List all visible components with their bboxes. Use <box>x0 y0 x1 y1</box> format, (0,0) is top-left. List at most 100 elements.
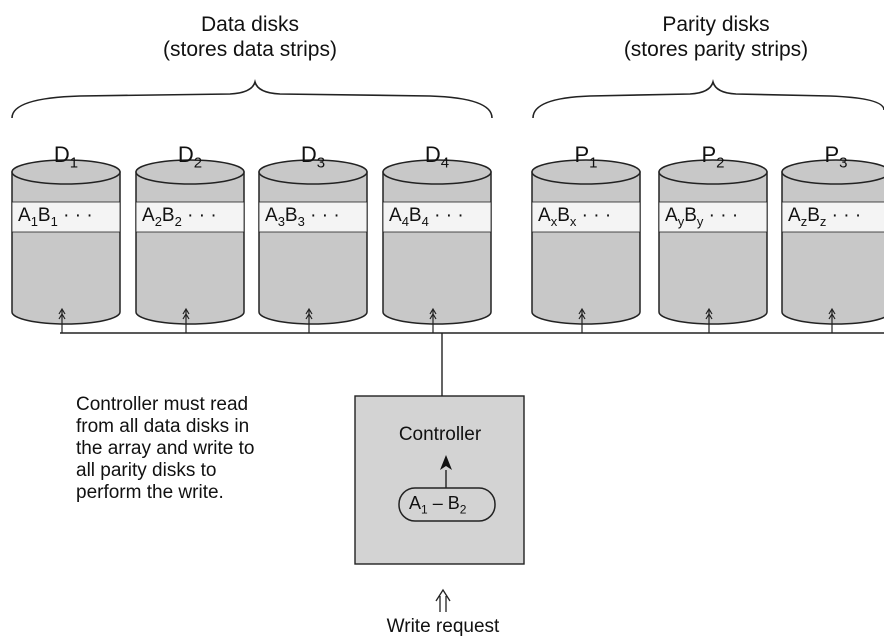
strip-b-sub: 3 <box>297 213 305 229</box>
note-line-5: perform the write. <box>76 482 224 503</box>
op-a: A <box>409 493 422 513</box>
disk-strip-band <box>258 201 368 233</box>
disk-strip-band <box>135 201 245 233</box>
note-line-2: from all data disks in <box>76 416 250 437</box>
disk-strip-band <box>11 201 121 233</box>
strip-b: B <box>684 205 697 226</box>
strip-b: B <box>37 205 51 226</box>
disk-label-letter: D <box>177 142 194 167</box>
disk-strip-label: A4B4 · · · <box>389 205 464 229</box>
strip-a: A <box>265 205 278 226</box>
disk-label-letter: D <box>53 142 70 167</box>
strip-b-sub: y <box>696 213 704 229</box>
disk-strip-band <box>531 201 641 233</box>
disk-top <box>135 159 245 185</box>
disk-top <box>258 159 368 185</box>
disk-label-letter: P <box>574 142 590 167</box>
disk-top <box>531 159 641 185</box>
op-b: B <box>447 493 460 513</box>
disk-label-letter: P <box>824 142 840 167</box>
parity-disks-brace <box>532 78 884 119</box>
disk-body <box>11 171 121 325</box>
strip-b-sub: 1 <box>50 213 58 229</box>
disk-strip-label: A2B2 · · · <box>142 205 217 229</box>
disk-label-index: 1 <box>589 154 598 172</box>
strip-ellipsis: · · · <box>708 205 739 226</box>
strip-a: A <box>18 205 31 226</box>
strip-ellipsis: · · · <box>831 205 862 226</box>
strip-a-sub: 1 <box>30 213 38 229</box>
write-request-label: Write request <box>386 616 500 637</box>
operation-pill-text: A1 – B2 <box>409 493 466 517</box>
disk-label-index: 2 <box>193 154 203 172</box>
parity-disks-subtitle-text: (stores parity strips) <box>623 38 809 61</box>
strip-a-sub: 3 <box>277 213 285 229</box>
disk-d1 <box>11 159 121 333</box>
disk-label-index: 3 <box>839 154 848 172</box>
disk-label: P3 <box>806 142 866 171</box>
disk-top <box>11 159 121 185</box>
disk-label-letter: D <box>424 142 441 167</box>
disk-label: P1 <box>556 142 616 171</box>
strip-ellipsis: · · · <box>187 205 217 226</box>
disk-d2 <box>135 159 245 333</box>
disk-connector-arrow-icon <box>578 307 586 333</box>
strip-a-sub: y <box>677 213 685 229</box>
disk-body <box>135 171 245 325</box>
data-disks-title: Data disks (stores data strips) <box>120 12 380 62</box>
disk-strip-band <box>658 201 768 233</box>
disk-label-index: 4 <box>440 154 450 172</box>
parity-disks-title-text: Parity disks <box>662 13 770 36</box>
disk-label: D1 <box>36 142 96 171</box>
disk-connector-arrow-icon <box>182 307 190 333</box>
disk-strip-band <box>382 201 492 233</box>
note-line-3: the array and write to <box>76 438 255 459</box>
strip-a-sub: z <box>800 213 808 229</box>
controller-label: Controller <box>398 424 482 445</box>
strip-a-sub: x <box>550 213 558 229</box>
disk-label: P2 <box>683 142 743 171</box>
disk-p2 <box>658 159 768 333</box>
disk-label-letter: D <box>300 142 317 167</box>
controller-note: Controller must read from all data disks… <box>76 394 306 504</box>
strip-a: A <box>538 205 551 226</box>
strip-b: B <box>807 205 820 226</box>
disk-body <box>781 171 884 325</box>
strip-ellipsis: · · · <box>63 205 93 226</box>
strip-b: B <box>161 205 175 226</box>
strip-ellipsis: · · · <box>434 205 464 226</box>
note-line-1: Controller must read <box>76 394 249 415</box>
strip-b-sub: 4 <box>421 213 429 229</box>
disk-strip-band <box>781 201 884 233</box>
disk-strip-label: AyBy · · · <box>665 205 738 229</box>
data-disks-title-text: Data disks <box>200 13 300 36</box>
data-disks-brace <box>11 78 493 119</box>
disk-strip-label: AzBz · · · <box>788 205 861 229</box>
disk-connector-arrow-icon <box>705 307 713 333</box>
strip-a: A <box>788 205 801 226</box>
strip-b-sub: x <box>569 213 577 229</box>
strip-a: A <box>665 205 678 226</box>
strip-a: A <box>142 205 155 226</box>
disk-connector-arrow-icon <box>58 307 66 333</box>
disk-p3 <box>781 159 884 333</box>
strip-b-sub: z <box>819 213 827 229</box>
strip-b-sub: 2 <box>174 213 182 229</box>
disk-label-index: 1 <box>69 154 79 172</box>
disk-label: D4 <box>407 142 467 171</box>
strip-a-sub: 2 <box>154 213 162 229</box>
disk-strip-label: A3B3 · · · <box>265 205 340 229</box>
op-a-sub: 1 <box>421 502 428 517</box>
disk-body <box>382 171 492 325</box>
disk-top <box>382 159 492 185</box>
disk-label-index: 2 <box>716 154 725 172</box>
disk-body <box>658 171 768 325</box>
strip-ellipsis: · · · <box>310 205 340 226</box>
data-disks-subtitle-text: (stores data strips) <box>163 38 337 61</box>
disk-d4 <box>382 159 492 333</box>
strip-ellipsis: · · · <box>581 205 612 226</box>
note-line-4: all parity disks to <box>76 460 217 481</box>
disk-label: D2 <box>160 142 220 171</box>
op-b-sub: 2 <box>459 502 467 517</box>
